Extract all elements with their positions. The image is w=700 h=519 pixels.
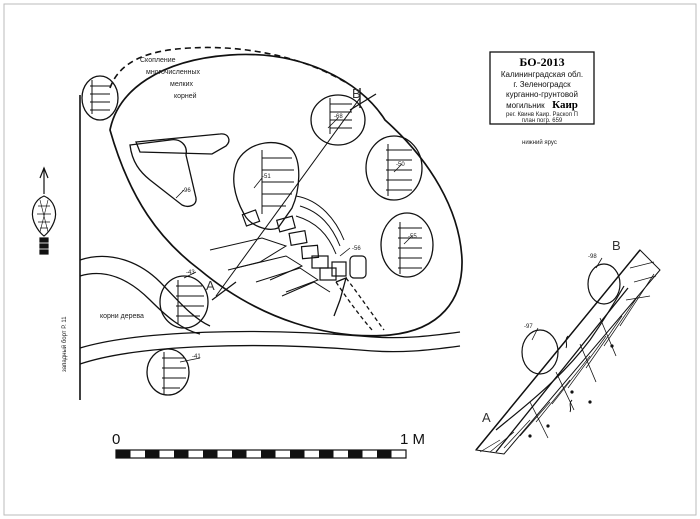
title-code: БО-2013 [519, 55, 564, 69]
bone-fragment-top [135, 133, 230, 155]
depth-label-68: -68 [334, 114, 343, 120]
vertebrae-rib-blocks [241, 209, 367, 281]
section-depth-98: -98 [588, 254, 597, 260]
pit-55 [380, 212, 434, 278]
section-fill-outline [495, 285, 625, 431]
pit-68 [310, 94, 366, 146]
root-cluster-label: Скопление многочисленных мелких корней [140, 57, 201, 100]
depth-leaders [175, 117, 413, 363]
scale-bar [115, 449, 407, 459]
plan-point-a: A [206, 278, 215, 293]
tree-roots-label: корни дерева [100, 313, 144, 320]
pit-43-hatch [176, 280, 204, 324]
title-town: г. Зеленоградск [513, 80, 571, 89]
pit-50 [365, 135, 423, 201]
pit-43 [159, 275, 209, 329]
section-hatching [479, 261, 657, 453]
depth-label-43: -43 [186, 270, 195, 276]
section-point-b: B [612, 238, 621, 253]
leg-bone-dashed-2 [345, 277, 385, 331]
title-excavation: рег. Квинв Каир. Раскоп П [506, 112, 578, 118]
section-tick-a [211, 281, 237, 301]
depth-label-51: -51 [262, 174, 271, 180]
section-view [475, 249, 661, 455]
title-type: курганно-грунтовой [506, 90, 578, 99]
leg-bone-solid [333, 276, 347, 317]
plan-view [79, 46, 463, 400]
section-depth-97: -97 [524, 324, 533, 330]
scale-end-label: 1 М [400, 431, 425, 448]
tree-root-lower [79, 272, 201, 335]
depth-label-55: -55 [408, 234, 417, 240]
depth-label-41: -41 [192, 354, 201, 360]
depth-label-56: -56 [352, 246, 361, 252]
grave-pit-outline [109, 53, 463, 337]
title-grave: план погр. 659 [522, 118, 563, 124]
depth-label-50: -50 [396, 162, 405, 168]
section-pit-97 [521, 329, 559, 375]
depth-label-96-bone: -96 [182, 188, 191, 194]
svg-text:Скопление: Скопление [140, 57, 176, 64]
svg-text:мелких: мелких [170, 81, 194, 88]
title-block: БО-2013 Калининградская обл. г. Зеленогр… [489, 51, 595, 125]
scale-start-label: 0 [112, 431, 120, 448]
leg-bone-dashed-1 [335, 281, 373, 331]
section-point-a: A [482, 410, 491, 425]
bone-fragment-96 [129, 139, 197, 207]
bone-cluster-51 [233, 141, 300, 230]
title-site: могильник Каир [506, 95, 578, 112]
cluster-51-hatch [261, 150, 294, 214]
tree-root-long-upper [79, 330, 461, 349]
plan-point-b: B [352, 86, 361, 101]
pit-55-hatch [398, 222, 422, 274]
pit-41-hatch [162, 352, 186, 394]
section-tick-b [349, 93, 377, 111]
pit-68-hatch [329, 98, 352, 134]
page-border [3, 3, 697, 516]
svg-text:многочисленных: многочисленных [146, 69, 201, 76]
tree-root-upper [79, 255, 211, 327]
stake-west-hatch [90, 80, 110, 114]
svg-text:корней: корней [174, 92, 197, 100]
rib-lines [209, 195, 345, 297]
pit-50-hatch [386, 144, 412, 196]
section-pit-98 [587, 263, 621, 305]
pit-dashed-edge [109, 46, 346, 89]
pit-41 [146, 348, 190, 396]
tier-label: нижний ярус [522, 139, 557, 146]
title-region: Калининградская обл. [501, 70, 583, 79]
tree-root-long-lower [79, 344, 461, 365]
north-arrow [31, 166, 57, 255]
section-line-ab [215, 97, 361, 297]
west-wall-label: западный борт Р. 11 [61, 316, 68, 372]
scale-bar-blocks [116, 450, 392, 458]
stake-ring-west [81, 75, 119, 121]
